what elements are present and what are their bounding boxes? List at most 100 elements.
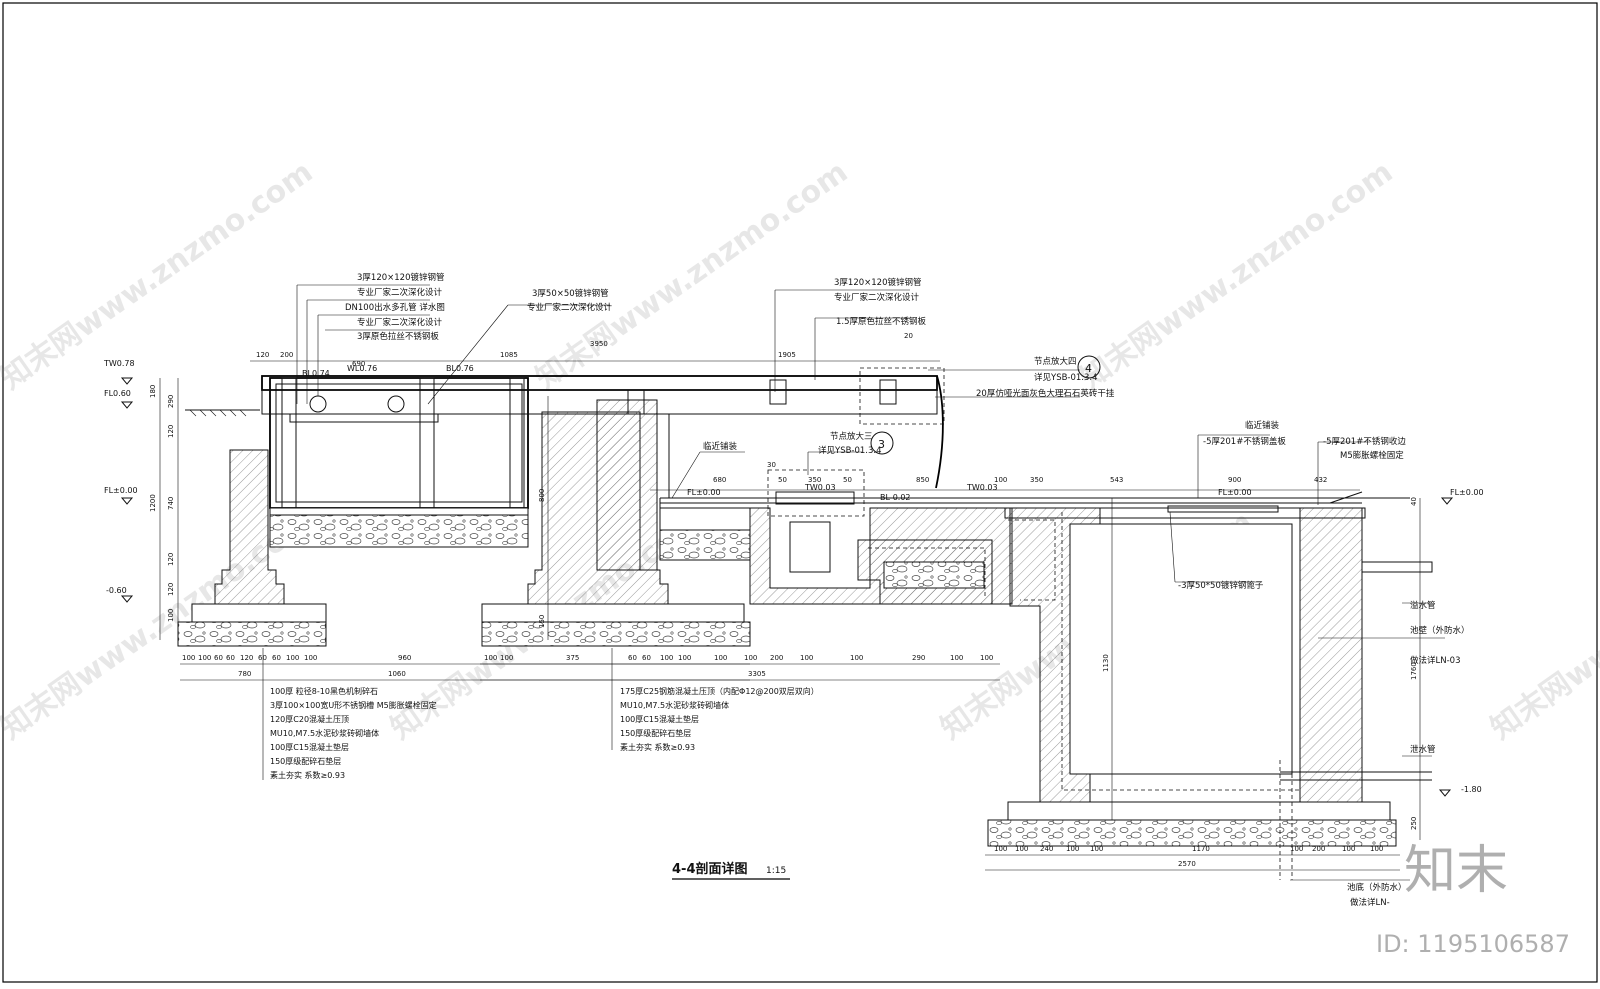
dim-text: 350: [808, 476, 821, 484]
callout-drain-pipe: 泄水管: [1410, 744, 1436, 755]
dim-text: 100: [304, 654, 317, 662]
legend-item: 100厚C15混凝土垫层: [620, 714, 699, 724]
dim-text: 30: [767, 461, 776, 469]
dim-text: 350: [1030, 476, 1043, 484]
dim-text: 100: [484, 654, 497, 662]
node4-number: 4: [1085, 362, 1092, 375]
dim-text: 290: [912, 654, 925, 662]
dim-text: 100: [744, 654, 757, 662]
dim-text: 100: [678, 654, 691, 662]
callout-vendor-a: 专业厂家二次深化设计: [357, 287, 443, 298]
level-bl074: BL0.74: [302, 369, 330, 378]
callout-leaders: [262, 284, 1445, 881]
legend-item: 素土夯实 系数≥0.93: [270, 770, 345, 780]
level-bl076: BL0.76: [446, 364, 474, 373]
dim-text: 40: [1410, 497, 1418, 506]
dim-text: 100: [286, 654, 299, 662]
dim-text: 180: [149, 385, 157, 398]
legend-item: 100厚C15混凝土垫层: [270, 742, 349, 752]
dim-text: 50: [843, 476, 852, 484]
legend-item: 3厚100×100宽U形不锈钢槽 M5膨胀螺栓固定: [270, 700, 437, 710]
dim-text: 120: [240, 654, 253, 662]
left-planter-structure: [177, 367, 1362, 647]
callout-grate: -3厚50*50镀锌钢篦子: [1178, 580, 1264, 591]
node4-ref: 详见YSB-01.3.4: [1034, 372, 1098, 383]
node3-number: 3: [878, 438, 885, 451]
dim-text: 60: [642, 654, 651, 662]
legend-item: 150厚级配碎石垫层: [620, 728, 691, 738]
dim-text: 2570: [1178, 860, 1196, 868]
brand-logo: 知末: [1404, 841, 1508, 901]
dim-text: 100: [994, 845, 1007, 853]
dim-text: 100: [1015, 845, 1028, 853]
dim-text: 780: [238, 670, 251, 678]
dim-text: 100: [1290, 845, 1303, 853]
dim-text: 60: [628, 654, 637, 662]
dim-text: 960: [398, 654, 411, 662]
dim-text: 100: [980, 654, 993, 662]
callout-pipe-120: 3厚120×120镀锌钢管: [357, 272, 444, 283]
legend-mid: 175厚C25钢筋混凝土压顶（内配Φ12@200双层双向） MU10,M7.5水…: [620, 686, 819, 752]
dim-text: 120: [256, 351, 269, 359]
legend-item: 150厚级配碎石垫层: [270, 756, 341, 766]
dim-text: 690: [352, 360, 365, 368]
drawing-title-block: 4-4剖面详图 1:15: [672, 861, 790, 880]
drawing-scale: 1:15: [766, 866, 786, 876]
level-m060: -0.60: [106, 586, 127, 595]
legend-item: 100厚 粒径8-10黑色机制碎石: [270, 686, 378, 696]
dim-text: 680: [713, 476, 726, 484]
level-tw003-b: TW0.03: [966, 483, 998, 492]
dim-text: 1130: [1102, 654, 1110, 672]
dim-text: 20: [904, 332, 913, 340]
dim-text: 100: [182, 654, 195, 662]
pool-structure: [659, 469, 1433, 880]
drawing-title: 4-4剖面详图: [672, 861, 748, 877]
dim-text: 100: [950, 654, 963, 662]
callout-dn100: DN100出水多孔管 详水图: [345, 302, 445, 313]
callout-paving-b: 临近铺装: [1245, 420, 1280, 431]
dim-text: 740: [167, 497, 175, 510]
dim-text: 60: [214, 654, 223, 662]
callout-vendor-d: 专业厂家二次深化设计: [834, 292, 920, 303]
callout-pool-bottom: 池底（外防水）: [1347, 882, 1407, 893]
level-fl000-r2: FL±0.00: [1450, 488, 1484, 497]
legend-item: MU10,M7.5水泥砂浆砖砌墙体: [620, 700, 729, 710]
dim-text: 900: [1228, 476, 1241, 484]
right-callouts: 溢水管 池壁（外防水） 做法详LN-03 泄水管 池底（外防水） 做法详LN-: [1347, 600, 1470, 908]
image-id-label: ID: 1195106587: [1376, 930, 1570, 958]
dim-text: 100: [660, 654, 673, 662]
dim-text: 100: [994, 476, 1007, 484]
dim-text: 200: [280, 351, 293, 359]
level-fl000-r1: FL±0.00: [1218, 488, 1252, 497]
level-tw003-a: TW0.03: [804, 483, 836, 492]
dim-text: 1085: [500, 351, 518, 359]
dim-text: 100: [1342, 845, 1355, 853]
callout-vendor-c: 专业厂家二次深化设计: [527, 302, 613, 313]
callout-pipe-50: 3厚50×50镀锌钢管: [532, 288, 609, 299]
node4-label: 节点放大四: [1034, 356, 1077, 367]
dim-text: 60: [258, 654, 267, 662]
dim-text: 100: [1090, 845, 1103, 853]
callout-pool-bottom-ref: 做法详LN-: [1350, 897, 1390, 908]
dim-text: 250: [1410, 817, 1418, 830]
dim-text: 850: [916, 476, 929, 484]
level-m180: -1.80: [1461, 785, 1482, 794]
callout-overflow-pipe: 溢水管: [1410, 600, 1436, 611]
dim-text: 60: [272, 654, 281, 662]
dim-text: 200: [1312, 845, 1325, 853]
dim-text: 240: [1040, 845, 1053, 853]
dim-text: 3950: [590, 340, 608, 348]
level-labels: TW0.78 FL0.60 FL±0.00 -0.60 BL0.74 WL0.7…: [103, 359, 1484, 794]
dim-text: 375: [566, 654, 579, 662]
callout-pipe-120-right: 3厚120×120镀锌钢管: [834, 277, 921, 288]
callout-pool-wall-ref: 做法详LN-03: [1410, 655, 1460, 666]
dim-text: 120: [167, 425, 175, 438]
dim-text: 100: [714, 654, 727, 662]
dim-text: 120: [167, 553, 175, 566]
dim-text: 100: [850, 654, 863, 662]
dim-text: 1060: [388, 670, 406, 678]
dim-text-bottom: 100 100 60 60 120 60 60 100 100 960 780 …: [182, 654, 1383, 868]
